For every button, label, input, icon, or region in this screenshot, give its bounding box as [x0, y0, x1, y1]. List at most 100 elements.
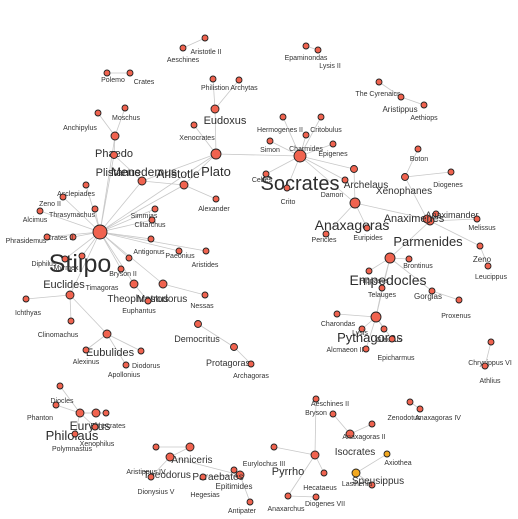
node-circle-eudoxus[interactable] — [210, 104, 220, 114]
node-archelaus[interactable]: Archelaus — [344, 165, 388, 192]
node-antigonus[interactable]: Antigonus — [133, 235, 165, 256]
node-circle-euclides[interactable] — [65, 290, 75, 300]
node-circle-telauges[interactable] — [378, 284, 386, 292]
node-crates_ii[interactable]: Crates II — [47, 233, 77, 242]
node-alexander[interactable]: Alexander — [198, 195, 230, 213]
node-circle-diodorus[interactable] — [137, 347, 145, 355]
node-circle-paeonius[interactable] — [175, 247, 183, 255]
node-pythagoras[interactable]: Pythagoras — [337, 311, 403, 345]
node-circle-antigonus[interactable] — [147, 235, 155, 243]
node-echecrates[interactable]: Echecrates — [90, 409, 126, 430]
node-circle-democritus[interactable] — [194, 320, 202, 328]
node-aeschines[interactable]: Aeschines — [167, 44, 200, 64]
node-leucippus[interactable]: Leucippus — [475, 262, 507, 281]
node-bryson_ii[interactable]: Bryson II — [109, 254, 137, 278]
node-theophrastus[interactable]: Theophrastus — [107, 279, 169, 305]
node-critobulus[interactable]: Critobulus — [310, 113, 342, 134]
node-circle-gorgias[interactable] — [428, 287, 436, 295]
node-circle-zeno_ii[interactable] — [59, 193, 67, 201]
node-circle-diphilus[interactable] — [61, 255, 69, 263]
node-aristotle[interactable]: Aristotle — [156, 167, 200, 190]
node-circle-speusippus[interactable] — [351, 468, 361, 478]
node-moschus[interactable]: Moschus — [112, 104, 141, 122]
node-euripides[interactable]: Euripides — [353, 224, 383, 242]
node-circle-charondas[interactable] — [333, 310, 341, 318]
node-eudoxus[interactable]: Eudoxus — [204, 104, 247, 127]
node-antipater[interactable]: Antipater — [228, 498, 257, 515]
node-anaximander[interactable]: Anaximander — [425, 210, 478, 220]
node-circle-anaxagoras_iv[interactable] — [416, 405, 424, 413]
node-athlius[interactable]: Athlius — [479, 362, 501, 385]
node-circle-xenocrates[interactable] — [190, 121, 198, 129]
node-circle-aristides[interactable] — [202, 247, 210, 255]
node-circle-anaximander[interactable] — [432, 210, 440, 218]
node-gorgias[interactable]: Gorgias — [414, 287, 442, 301]
node-circle-charmides[interactable] — [302, 131, 310, 139]
node-circle-epitimides[interactable] — [230, 466, 238, 474]
node-circle-pyrrho[interactable] — [310, 450, 320, 460]
node-circle-euphantus[interactable] — [144, 297, 152, 305]
node-aristippus[interactable]: Aristippus — [382, 93, 418, 114]
node-diogenes_vii[interactable]: Diogenes VII — [305, 493, 345, 508]
node-circle-echecrates[interactable] — [102, 409, 110, 417]
node-menedemus[interactable]: Menedemus — [111, 165, 177, 186]
node-circle-hippasus[interactable] — [365, 267, 373, 275]
node-plistanus[interactable]: Plistanus — [96, 151, 141, 180]
node-diphilus[interactable]: Diphilus — [32, 255, 69, 268]
node-apollonius[interactable]: Apollonius — [108, 361, 141, 379]
node-circle-asclepiades[interactable] — [82, 181, 90, 189]
node-circle-athlius[interactable] — [481, 362, 489, 370]
node-circle-pythagoras[interactable] — [370, 311, 382, 323]
node-circle-anchipylus[interactable] — [94, 109, 102, 117]
node-circle-phrasidemus[interactable] — [43, 233, 51, 241]
node-circle-diocles[interactable] — [56, 382, 64, 390]
node-circle-lysis[interactable] — [358, 325, 366, 333]
node-circle-zenodotus[interactable] — [406, 398, 414, 406]
node-dionysius_v[interactable]: Dionysius V — [138, 473, 175, 496]
node-circle-eubulides[interactable] — [102, 329, 112, 339]
node-circle-aeschines_ii[interactable] — [329, 410, 337, 418]
node-speusippus[interactable]: Speusippus — [351, 468, 404, 487]
node-aethiops[interactable]: Aethiops — [410, 101, 438, 122]
node-zenodotus[interactable]: Zenodotus — [387, 398, 421, 422]
node-socrates[interactable]: Socrates — [261, 149, 340, 195]
node-circle-euripides[interactable] — [363, 224, 371, 232]
node-xenophilus[interactable]: Xenophilus — [80, 423, 115, 448]
node-alcimus[interactable]: Alcimus — [23, 207, 48, 224]
node-simmias[interactable]: Simmias — [131, 205, 159, 220]
node-telauges[interactable]: Telauges — [368, 284, 397, 299]
node-paeonius[interactable]: Paeonius — [165, 247, 195, 260]
node-chrysippus_vi[interactable]: Chrysippus VI — [468, 338, 512, 367]
node-circle-thrasymachus[interactable] — [91, 205, 99, 213]
node-cebes[interactable]: Cebes — [252, 170, 273, 184]
node-circle-aristippus_iv[interactable] — [152, 443, 160, 451]
node-lysis_ii[interactable]: Lysis II — [314, 46, 341, 70]
node-thrasymachus[interactable]: Thrasymachus — [49, 205, 99, 219]
node-charmides[interactable]: Charmides — [289, 131, 323, 153]
node-philistion[interactable]: Philistion — [201, 75, 229, 92]
node-simon[interactable]: Simon — [260, 137, 280, 154]
node-circle-lysis_ii[interactable] — [314, 46, 322, 54]
node-empedocles[interactable]: Empedocles — [349, 252, 427, 288]
node-circle-crates_ii[interactable] — [69, 233, 77, 241]
node-circle-anaxagoras[interactable] — [349, 197, 361, 209]
node-circle-aethiops[interactable] — [420, 101, 428, 109]
node-epicharmus[interactable]: Epicharmus — [378, 335, 415, 362]
node-circle-eurytus[interactable] — [91, 408, 101, 418]
node-polemo[interactable]: Polemo — [101, 69, 125, 84]
node-circle-xenophanes[interactable] — [401, 173, 409, 181]
node-plato[interactable]: Plato — [201, 148, 231, 179]
node-lysis[interactable]: Lysis — [352, 325, 368, 337]
node-paraebates[interactable]: Paraebates — [192, 470, 245, 483]
node-clitarchus[interactable]: Clitarchus — [134, 216, 166, 229]
node-anaxagoras_ii[interactable]: Anaxagoras II — [342, 420, 386, 441]
node-circle-pericles[interactable] — [322, 230, 330, 238]
node-circle-alexinus[interactable] — [82, 346, 90, 354]
node-circle-damon[interactable] — [341, 176, 349, 184]
node-circle-bryson[interactable] — [312, 395, 320, 403]
node-circle-anniceris[interactable] — [185, 442, 195, 452]
node-theodorus[interactable]: Theodorus — [143, 452, 191, 481]
node-circle-lasthenia[interactable] — [368, 481, 376, 489]
node-protagoras[interactable]: Protagoras — [206, 343, 251, 369]
node-circle-simon[interactable] — [266, 137, 274, 145]
